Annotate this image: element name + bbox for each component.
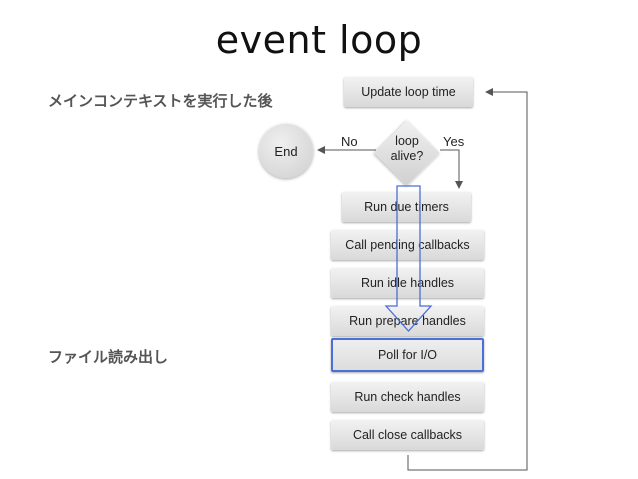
note-after-main-context: メインコンテキストを実行した後 xyxy=(48,92,273,110)
edge-label-no: No xyxy=(341,134,358,149)
node-end: End xyxy=(259,124,313,178)
edge-label-yes: Yes xyxy=(443,134,465,149)
decision-text: loop alive? xyxy=(374,134,440,164)
node-run-check-handles: Run check handles xyxy=(331,382,484,412)
page-title: event loop xyxy=(215,18,423,62)
node-loop-alive: loop alive? xyxy=(374,120,440,186)
node-call-pending-callbacks: Call pending callbacks xyxy=(331,230,484,260)
node-run-prepare-handles: Run prepare handles xyxy=(331,306,484,336)
node-poll-for-io: Poll for I/O xyxy=(331,338,484,372)
node-call-close-callbacks: Call close callbacks xyxy=(331,420,484,450)
decision-text-line-1: loop xyxy=(395,134,419,148)
flow-arrow xyxy=(384,185,433,332)
node-update-loop-time: Update loop time xyxy=(344,77,473,107)
note-file-read: ファイル読み出し xyxy=(48,348,169,366)
node-run-due-timers: Run due timers xyxy=(342,192,471,222)
node-run-idle-handles: Run idle handles xyxy=(331,268,484,298)
yes-connector xyxy=(440,149,463,189)
loop-back-connector xyxy=(407,88,528,471)
decision-text-line-2: alive? xyxy=(390,149,424,163)
